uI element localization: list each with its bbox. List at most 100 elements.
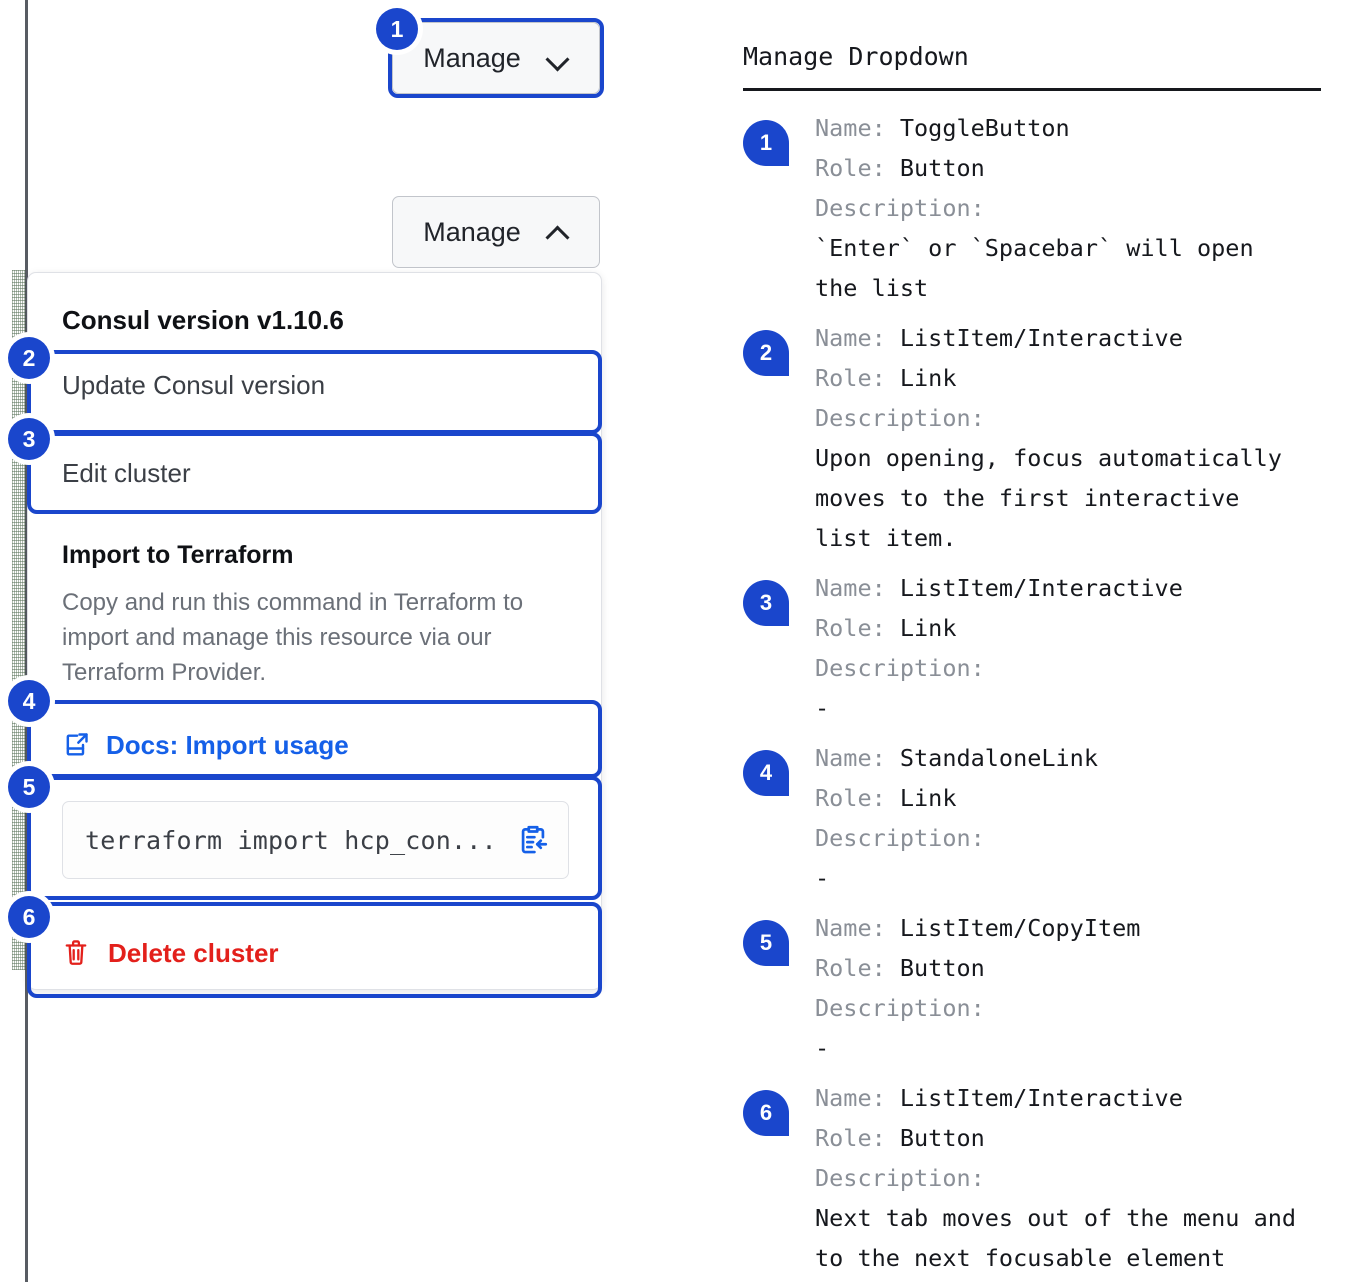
legend-marker-badge-5: 5 — [743, 920, 789, 966]
clipboard-copy-icon[interactable] — [516, 823, 550, 857]
manage-toggle-label: Manage — [423, 42, 521, 73]
chevron-down-icon — [547, 47, 569, 69]
field-label: Role: — [815, 614, 900, 642]
legend-marker-badge-2: 2 — [743, 330, 789, 376]
field-value: StandaloneLink — [899, 744, 1098, 772]
field-label: Name: — [815, 324, 900, 352]
menu-item-delete-cluster[interactable]: Delete cluster — [28, 913, 603, 993]
legend-description-label: Description: — [815, 994, 985, 1022]
field-label: Name: — [815, 1084, 900, 1112]
manage-toggle-button-collapsed[interactable]: Manage — [392, 22, 600, 94]
field-label: Name: — [815, 744, 900, 772]
field-label: Role: — [815, 1124, 900, 1152]
legend-marker-badge-4: 4 — [743, 750, 789, 796]
legend-role-line: Role: Link — [815, 358, 1340, 398]
field-value: Link — [899, 614, 957, 642]
chevron-up-icon — [547, 221, 569, 243]
menu-item-docs-import-usage[interactable]: Docs: Import usage — [28, 708, 603, 782]
legend-name-line: Name: ToggleButton — [815, 108, 1340, 148]
field-label: Name: — [815, 574, 900, 602]
docs-link-label: Docs: Import usage — [106, 729, 349, 760]
legend-name-line: Name: ListItem/Interactive — [815, 1078, 1340, 1118]
field-value: ListItem/Interactive — [899, 324, 1183, 352]
menu-item-label: Update Consul version — [62, 369, 326, 400]
field-label: Name: — [815, 914, 900, 942]
field-value: ToggleButton — [899, 114, 1070, 142]
legend-divider — [743, 88, 1321, 91]
consul-version-heading: Consul version v1.10.6 — [62, 305, 344, 335]
field-value: Link — [899, 784, 957, 812]
legend-name-line: Name: ListItem/CopyItem — [815, 908, 1340, 948]
external-document-icon — [62, 731, 90, 759]
delete-cluster-label: Delete cluster — [108, 937, 279, 968]
legend-name-line: Name: ListItem/Interactive — [815, 568, 1340, 608]
manage-dropdown-panel: Consul version v1.10.6 Update Consul ver… — [27, 272, 602, 990]
legend-name-line: Name: StandaloneLink — [815, 738, 1340, 778]
marker-badge-3: 3 — [8, 418, 50, 460]
marker-badge-6: 6 — [8, 896, 50, 938]
field-label: Role: — [815, 784, 900, 812]
legend-description-label: Description: — [815, 824, 985, 852]
marker-badge-2: 2 — [8, 337, 50, 379]
legend-description-value: Next tab moves out of the menu and to th… — [815, 1204, 1297, 1272]
legend-description-value: Upon opening, focus automatically moves … — [815, 444, 1282, 552]
manage-toggle-button-expanded[interactable]: Manage — [392, 196, 600, 268]
legend-title: Manage Dropdown — [743, 42, 969, 71]
field-value: ListItem/Interactive — [899, 574, 1183, 602]
legend-role-line: Role: Button — [815, 1118, 1340, 1158]
terraform-command-value: terraform import hcp_con... — [85, 825, 497, 855]
trash-icon — [62, 938, 90, 968]
legend-description-value: `Enter` or `Spacebar` will open the list — [815, 234, 1254, 302]
field-label: Role: — [815, 364, 900, 392]
field-label: Role: — [815, 954, 900, 982]
legend-description-value: - — [815, 694, 830, 722]
menu-item-edit-cluster[interactable]: Edit cluster — [28, 433, 603, 513]
legend-description-label: Description: — [815, 194, 985, 222]
legend-marker-badge-1: 1 — [743, 120, 789, 166]
field-label: Role: — [815, 154, 900, 182]
field-value: Button — [899, 1124, 985, 1152]
legend-description-label: Description: — [815, 404, 985, 432]
field-label: Name: — [815, 114, 900, 142]
field-value: ListItem/CopyItem — [899, 914, 1141, 942]
annotated-ui-pane: Manage Manage Consul version v1.10.6 Upd… — [0, 0, 700, 1282]
marker-badge-4: 4 — [8, 680, 50, 722]
legend-description-label: Description: — [815, 654, 985, 682]
menu-item-label: Edit cluster — [62, 457, 191, 488]
import-to-terraform-description: Copy and run this command in Terraform t… — [62, 589, 524, 686]
legend-name-line: Name: ListItem/Interactive — [815, 318, 1340, 358]
manage-toggle-label-expanded: Manage — [423, 216, 521, 247]
legend-marker-badge-3: 3 — [743, 580, 789, 626]
field-value: Link — [899, 364, 957, 392]
field-value: Button — [899, 954, 985, 982]
page-edge-rule — [25, 0, 28, 1282]
legend-role-line: Role: Button — [815, 948, 1340, 988]
legend-role-line: Role: Link — [815, 778, 1340, 818]
terraform-command-field[interactable]: terraform import hcp_con... — [62, 801, 569, 879]
import-to-terraform-title: Import to Terraform — [62, 541, 294, 569]
marker-badge-1: 1 — [376, 8, 418, 50]
field-value: Button — [899, 154, 985, 182]
menu-item-update-consul-version[interactable]: Update Consul version — [28, 345, 603, 425]
legend-description-label: Description: — [815, 1164, 985, 1192]
legend-role-line: Role: Link — [815, 608, 1340, 648]
legend-marker-badge-6: 6 — [743, 1090, 789, 1136]
legend-description-value: - — [815, 1034, 830, 1062]
field-value: ListItem/Interactive — [899, 1084, 1183, 1112]
marker-badge-5: 5 — [8, 766, 50, 808]
legend-description-value: - — [815, 864, 830, 892]
